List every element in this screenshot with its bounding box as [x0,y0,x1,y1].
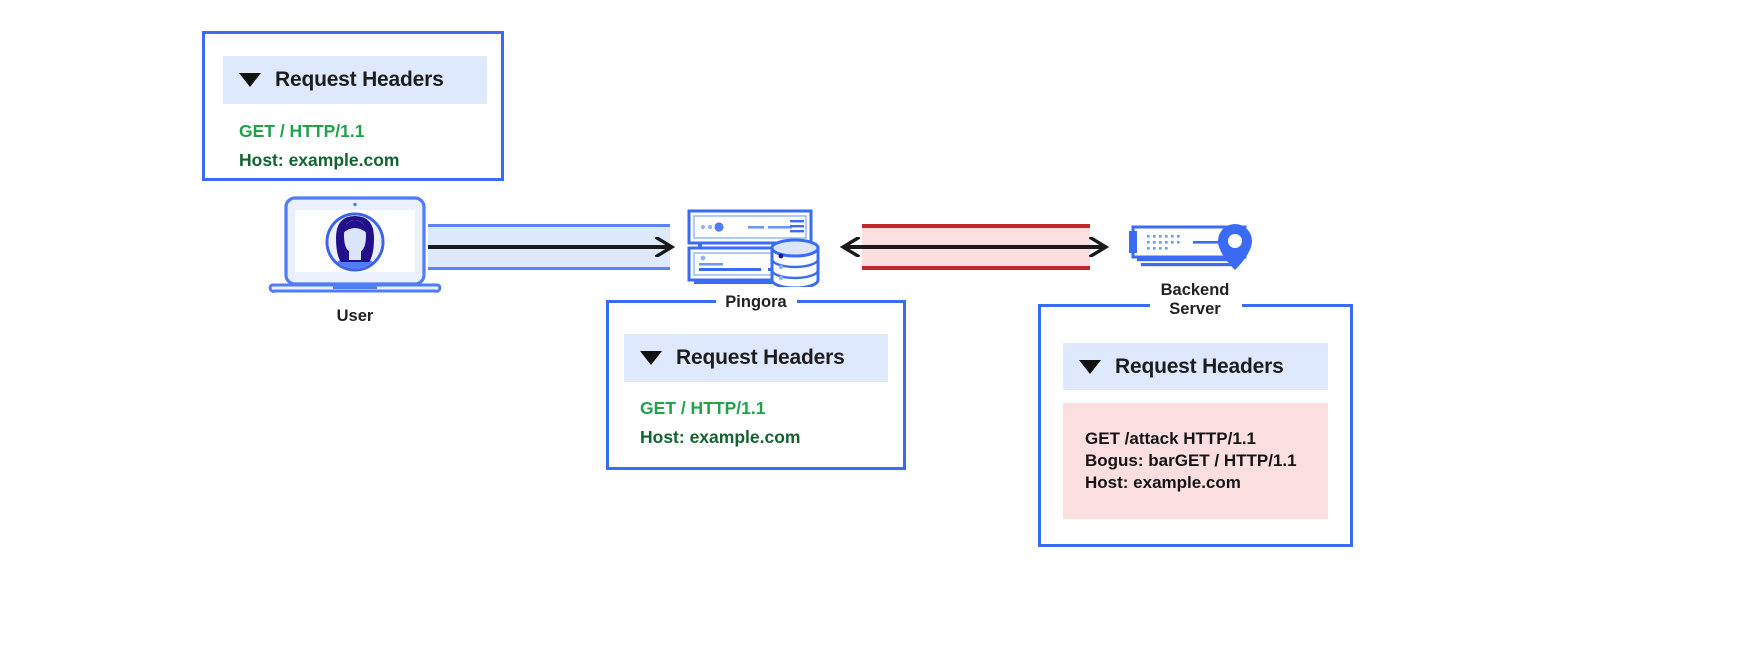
backend-panel-bottom-edge [1038,544,1353,547]
arrow-head-right-icon [1089,237,1109,257]
caret-down-icon [640,351,662,365]
pingora-request-line-1: GET / HTTP/1.1 [640,398,766,418]
pingora-panel-top-edge-left [606,300,716,303]
pingora-panel-right-edge [903,300,906,470]
laptop-user-icon [266,196,444,294]
backend-panel-top-edge-right [1242,304,1353,307]
pingora-panel-header[interactable]: Request Headers [624,334,888,382]
server-database-icon [686,209,826,290]
user-request-line-1: GET / HTTP/1.1 [239,121,365,141]
user-request-line-2: Host: example.com [239,150,400,170]
user-to-pingora-line [428,245,670,249]
server-pin-icon [1125,222,1265,284]
user-panel-body: GET / HTTP/1.1 Host: example.com [239,117,399,175]
pingora-node-label: Pingora [725,293,787,311]
pingora-panel-body: GET / HTTP/1.1 Host: example.com [640,394,800,452]
caret-down-icon [239,73,261,87]
attack-request-line-1: GET /attack HTTP/1.1 [1085,429,1256,448]
pingora-request-line-2: Host: example.com [640,427,801,447]
pingora-panel-bottom-edge [606,467,906,470]
attack-request-line-3: Host: example.com [1085,473,1241,492]
backend-node-label: Backend Server [1160,281,1230,318]
pingora-panel-left-edge [606,300,609,470]
backend-attack-headers-block: GET /attack HTTP/1.1 Bogus: barGET / HTT… [1063,403,1328,519]
pingora-panel-header-label: Request Headers [676,346,845,369]
backend-panel-left-edge [1038,304,1041,547]
arrow-head-left-icon [840,237,860,257]
backend-panel-header-label: Request Headers [1115,354,1284,378]
attack-request-line-2: Bogus: barGET / HTTP/1.1 [1085,451,1297,470]
backend-panel-header[interactable]: Request Headers [1063,343,1328,390]
user-panel-header-label: Request Headers [275,68,444,91]
caret-down-icon [1079,359,1101,374]
user-node-label: User [336,307,374,325]
user-request-headers-panel: Request Headers GET / HTTP/1.1 Host: exa… [202,31,504,181]
pingora-panel-top-edge-right [797,300,906,303]
pingora-to-backend-line [846,245,1104,249]
backend-panel-top-edge-left [1038,304,1150,307]
user-panel-header[interactable]: Request Headers [223,56,487,104]
backend-panel-right-edge [1350,304,1353,547]
arrow-head-right-icon [655,237,675,257]
